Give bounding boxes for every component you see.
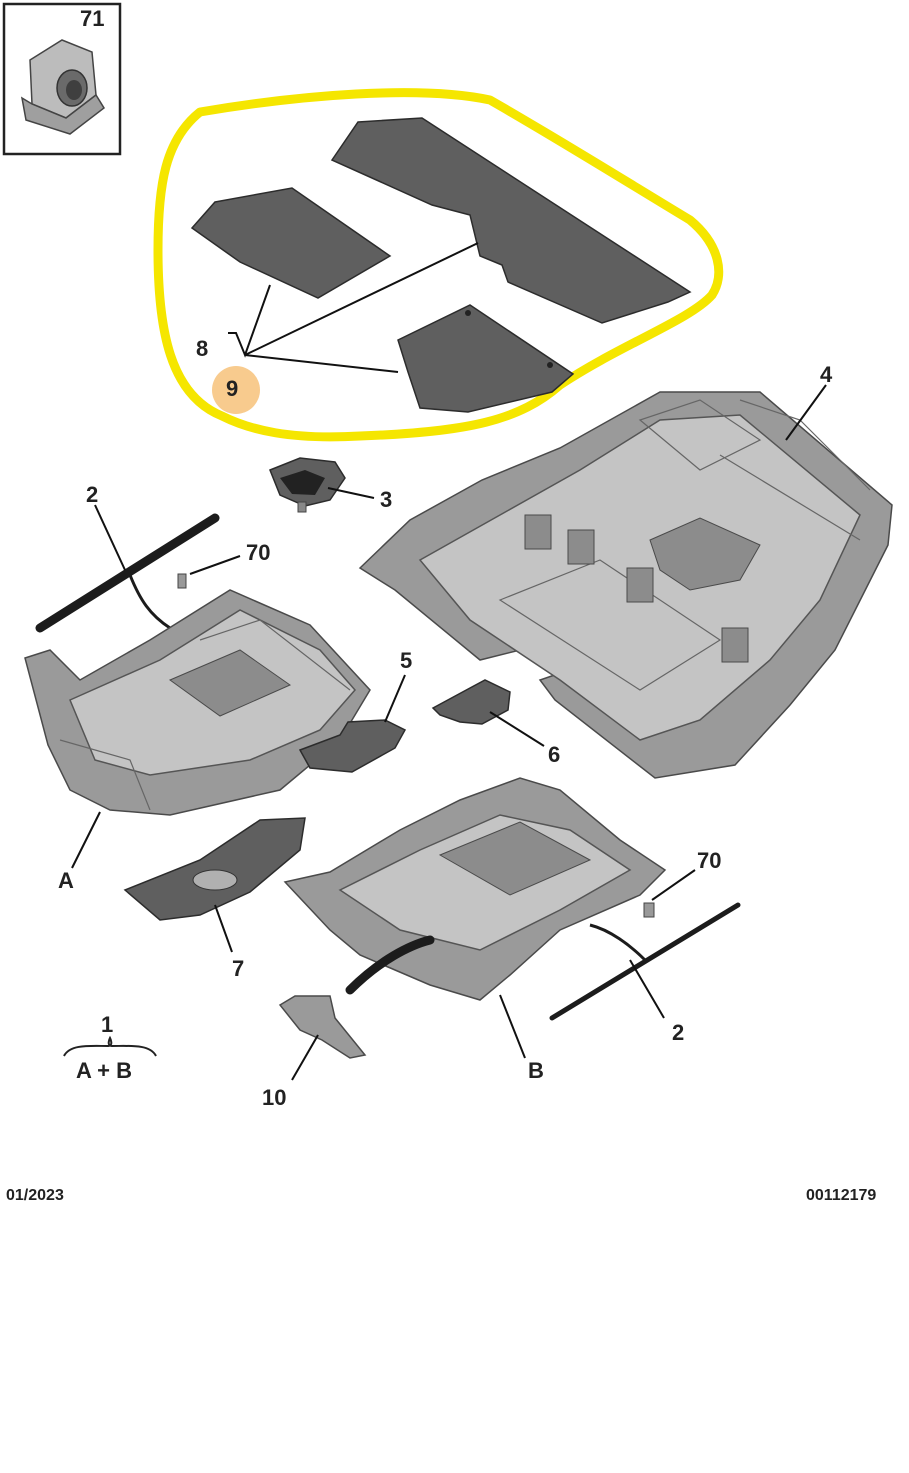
callout-1: 1 [101,1012,113,1037]
part-5: 5 [298,648,412,773]
highlight-outline [153,88,724,442]
callout-7: 7 [232,956,244,981]
part-6: 6 [431,679,560,767]
diagram-date: 01/2023 [6,1187,64,1204]
assembly-legend: 1 A + B [63,1012,157,1083]
front-right-floor-mat [397,304,575,413]
callout-A-plus-B: A + B [76,1058,132,1083]
callout-4: 4 [820,362,833,387]
callout-3: 3 [380,487,392,512]
callout-2-left: 2 [86,482,98,507]
part-10: 10 [262,995,367,1110]
diagram-reference-number: 00112179 [806,1187,876,1204]
callout-10: 10 [262,1085,286,1110]
bracket-3: 3 [269,457,392,513]
part-7: 7 [123,817,306,981]
callout-A: A [58,868,74,893]
callout-5: 5 [400,648,412,673]
front-left-floor-mat [190,187,392,299]
callout-9-highlight [212,366,260,414]
floor-mats-group: 8 9 [153,88,724,442]
rear-floor-mat [330,117,692,324]
callout-8: 8 [196,336,208,361]
front-left-section-A: 2 70 A [24,482,371,893]
front-right-section-B: 2 70 B [283,777,741,1083]
callout-9: 9 [226,376,238,401]
callout-70-right: 70 [697,848,721,873]
nut-71-inset: 71 [2,2,122,156]
callout-71: 71 [80,6,104,31]
rear-floor-panel-4: 4 [358,362,893,779]
callout-70-left: 70 [246,540,270,565]
callout-6: 6 [548,742,560,767]
callout-2-right: 2 [672,1020,684,1045]
callout-B: B [528,1058,544,1083]
